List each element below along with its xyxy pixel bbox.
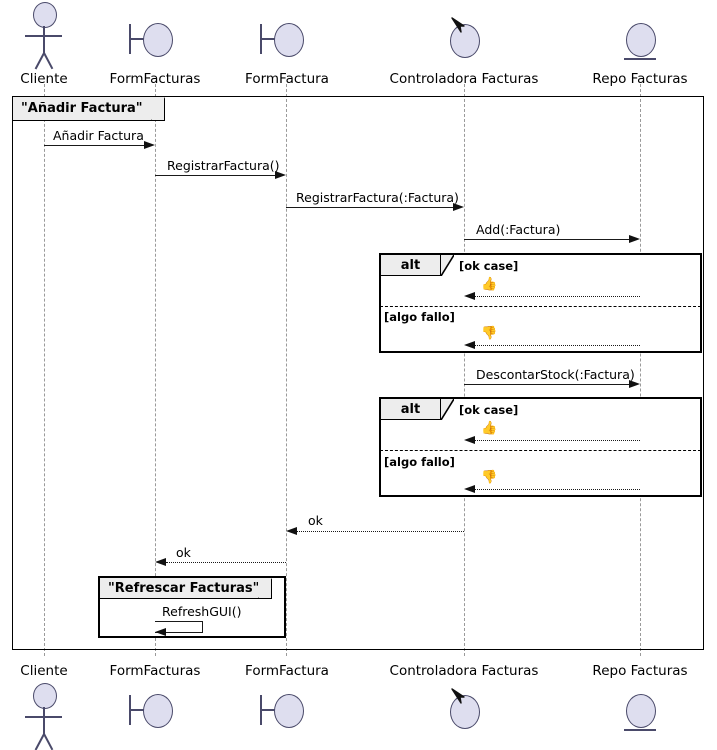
participant-formfacturas-top[interactable]: FormFacturas [100,2,210,87]
alt-guard-1-ok: [ok case] [459,259,519,273]
alt-guard-2-ok: [ok case] [459,403,519,417]
reply-arrowhead-1-ok [464,291,475,300]
frame-label-refrescar-facturas: "Refrescar Facturas" [100,578,272,599]
reply-line-2-fail [470,489,640,490]
actor-icon [0,2,88,70]
participant-controladora-top[interactable]: Controladora Facturas [384,2,544,87]
frame-title-text: "Añadir Factura" [21,101,143,116]
participant-cliente-bottom[interactable]: Cliente [0,663,88,750]
participant-label-cliente-top: Cliente [20,71,68,87]
reply-arrowhead-2-fail [464,484,475,493]
participant-formfacturas-bottom[interactable]: FormFacturas [100,664,210,733]
participant-cliente-top[interactable]: Cliente [0,2,88,87]
participant-label-formfacturas-bottom: FormFacturas [109,663,201,679]
message-arrowhead-ok-1 [286,526,297,535]
message-label-descontarstock: DescontarStock(:Factura) [476,367,635,382]
participant-formfactura-bottom[interactable]: FormFactura [232,664,342,733]
message-arrowhead-add-factura [629,234,640,243]
participant-label-cliente-bottom: Cliente [20,663,68,679]
message-arrowhead-ok-2 [155,557,166,566]
frame-title-text-nested: "Refrescar Facturas" [108,580,260,596]
message-line-ok-1 [297,531,464,532]
message-label-ok-1: ok [308,513,323,528]
participant-label-controladora-bottom: Controladora Facturas [389,663,539,679]
control-arrow-icon [451,17,465,33]
thumbs-down-icon-1: 👎 [481,326,498,341]
entity-icon [580,2,700,62]
message-line-registrarfactura-param [286,207,454,208]
alt-notch-icon-2 [441,399,454,420]
frame-anadir-factura [12,96,704,650]
alt-tab-notch-1 [441,255,454,276]
message-line-anadir-factura [44,145,145,146]
control-icon-bottom [384,683,544,733]
reply-arrowhead-1-fail [464,340,475,349]
lifeline-repo [640,84,641,656]
alt-tab-notch-2 [441,399,454,420]
actor-icon-bottom [0,683,88,750]
thumbs-up-icon-1: 👍 [481,277,498,292]
message-label-registrarfactura: RegistrarFactura() [167,158,280,173]
alt-operator-label-2: alt [381,399,441,420]
alt-operator-text-2: alt [400,401,421,417]
alt-block-2 [379,397,702,497]
message-line-add-factura [464,239,630,240]
lifeline-cliente [44,84,45,656]
alt-separator-2 [380,450,701,451]
message-label-refreshgui: RefreshGUI() [162,604,242,619]
lifeline-controladora [464,84,465,656]
participant-controladora-bottom[interactable]: Controladora Facturas [384,664,544,733]
boundary-icon [100,2,210,62]
self-message-refreshgui [155,621,203,633]
participant-repo-bottom[interactable]: Repo Facturas [580,664,700,733]
alt-operator-label-1: alt [381,255,441,276]
entity-icon-bottom [580,683,700,733]
participant-label-formfactura-bottom: FormFactura [245,663,329,679]
alt-guard-1-fail: [algo fallo] [384,310,455,324]
frame-notch [151,97,165,120]
reply-line-1-fail [470,345,640,346]
alt-guard-2-fail: [algo fallo] [384,455,455,469]
thumbs-down-icon-2: 👎 [481,470,498,485]
control-icon [384,2,544,62]
frame-notch-nested [258,578,272,598]
message-arrowhead-registrarfactura-param [453,202,464,211]
frame-label-anadir-factura: "Añadir Factura" [13,97,165,121]
reply-line-2-ok [470,440,640,441]
lifeline-formfacturas [155,84,156,656]
participant-label-repo-bottom: Repo Facturas [592,663,688,679]
message-arrowhead-anadir-factura [144,140,155,149]
control-arrow-icon-bottom [451,688,465,704]
alt-notch-icon [441,255,454,276]
participant-label-formfacturas-top: FormFacturas [109,71,201,87]
message-label-ok-2: ok [176,545,191,560]
boundary-icon [232,2,342,62]
self-message-arrowhead-refreshgui [155,628,166,636]
reply-arrowhead-2-ok [464,435,475,444]
reply-line-1-ok [470,296,640,297]
participant-label-formfactura-top: FormFactura [245,71,329,87]
message-label-anadir-factura: Añadir Factura [53,128,144,143]
boundary-icon-bottom [100,683,210,733]
participant-repo-top[interactable]: Repo Facturas [580,2,700,87]
alt-operator-text: alt [400,257,421,273]
thumbs-up-icon-2: 👍 [481,421,498,436]
participant-label-repo-top: Repo Facturas [592,71,688,87]
message-arrowhead-descontarstock [629,379,640,388]
message-line-ok-2 [166,562,286,563]
message-line-registrarfactura [155,175,276,176]
alt-separator-1 [380,306,701,307]
message-line-descontarstock [464,384,630,385]
lifeline-formfactura [286,84,287,656]
participant-formfactura-top[interactable]: FormFactura [232,2,342,87]
message-label-registrarfactura-param: RegistrarFactura(:Factura) [296,190,459,205]
message-arrowhead-registrarfactura [275,170,286,179]
participant-label-controladora-top: Controladora Facturas [389,71,539,87]
boundary-icon-bottom-2 [232,683,342,733]
message-label-add-factura: Add(:Factura) [476,222,561,237]
